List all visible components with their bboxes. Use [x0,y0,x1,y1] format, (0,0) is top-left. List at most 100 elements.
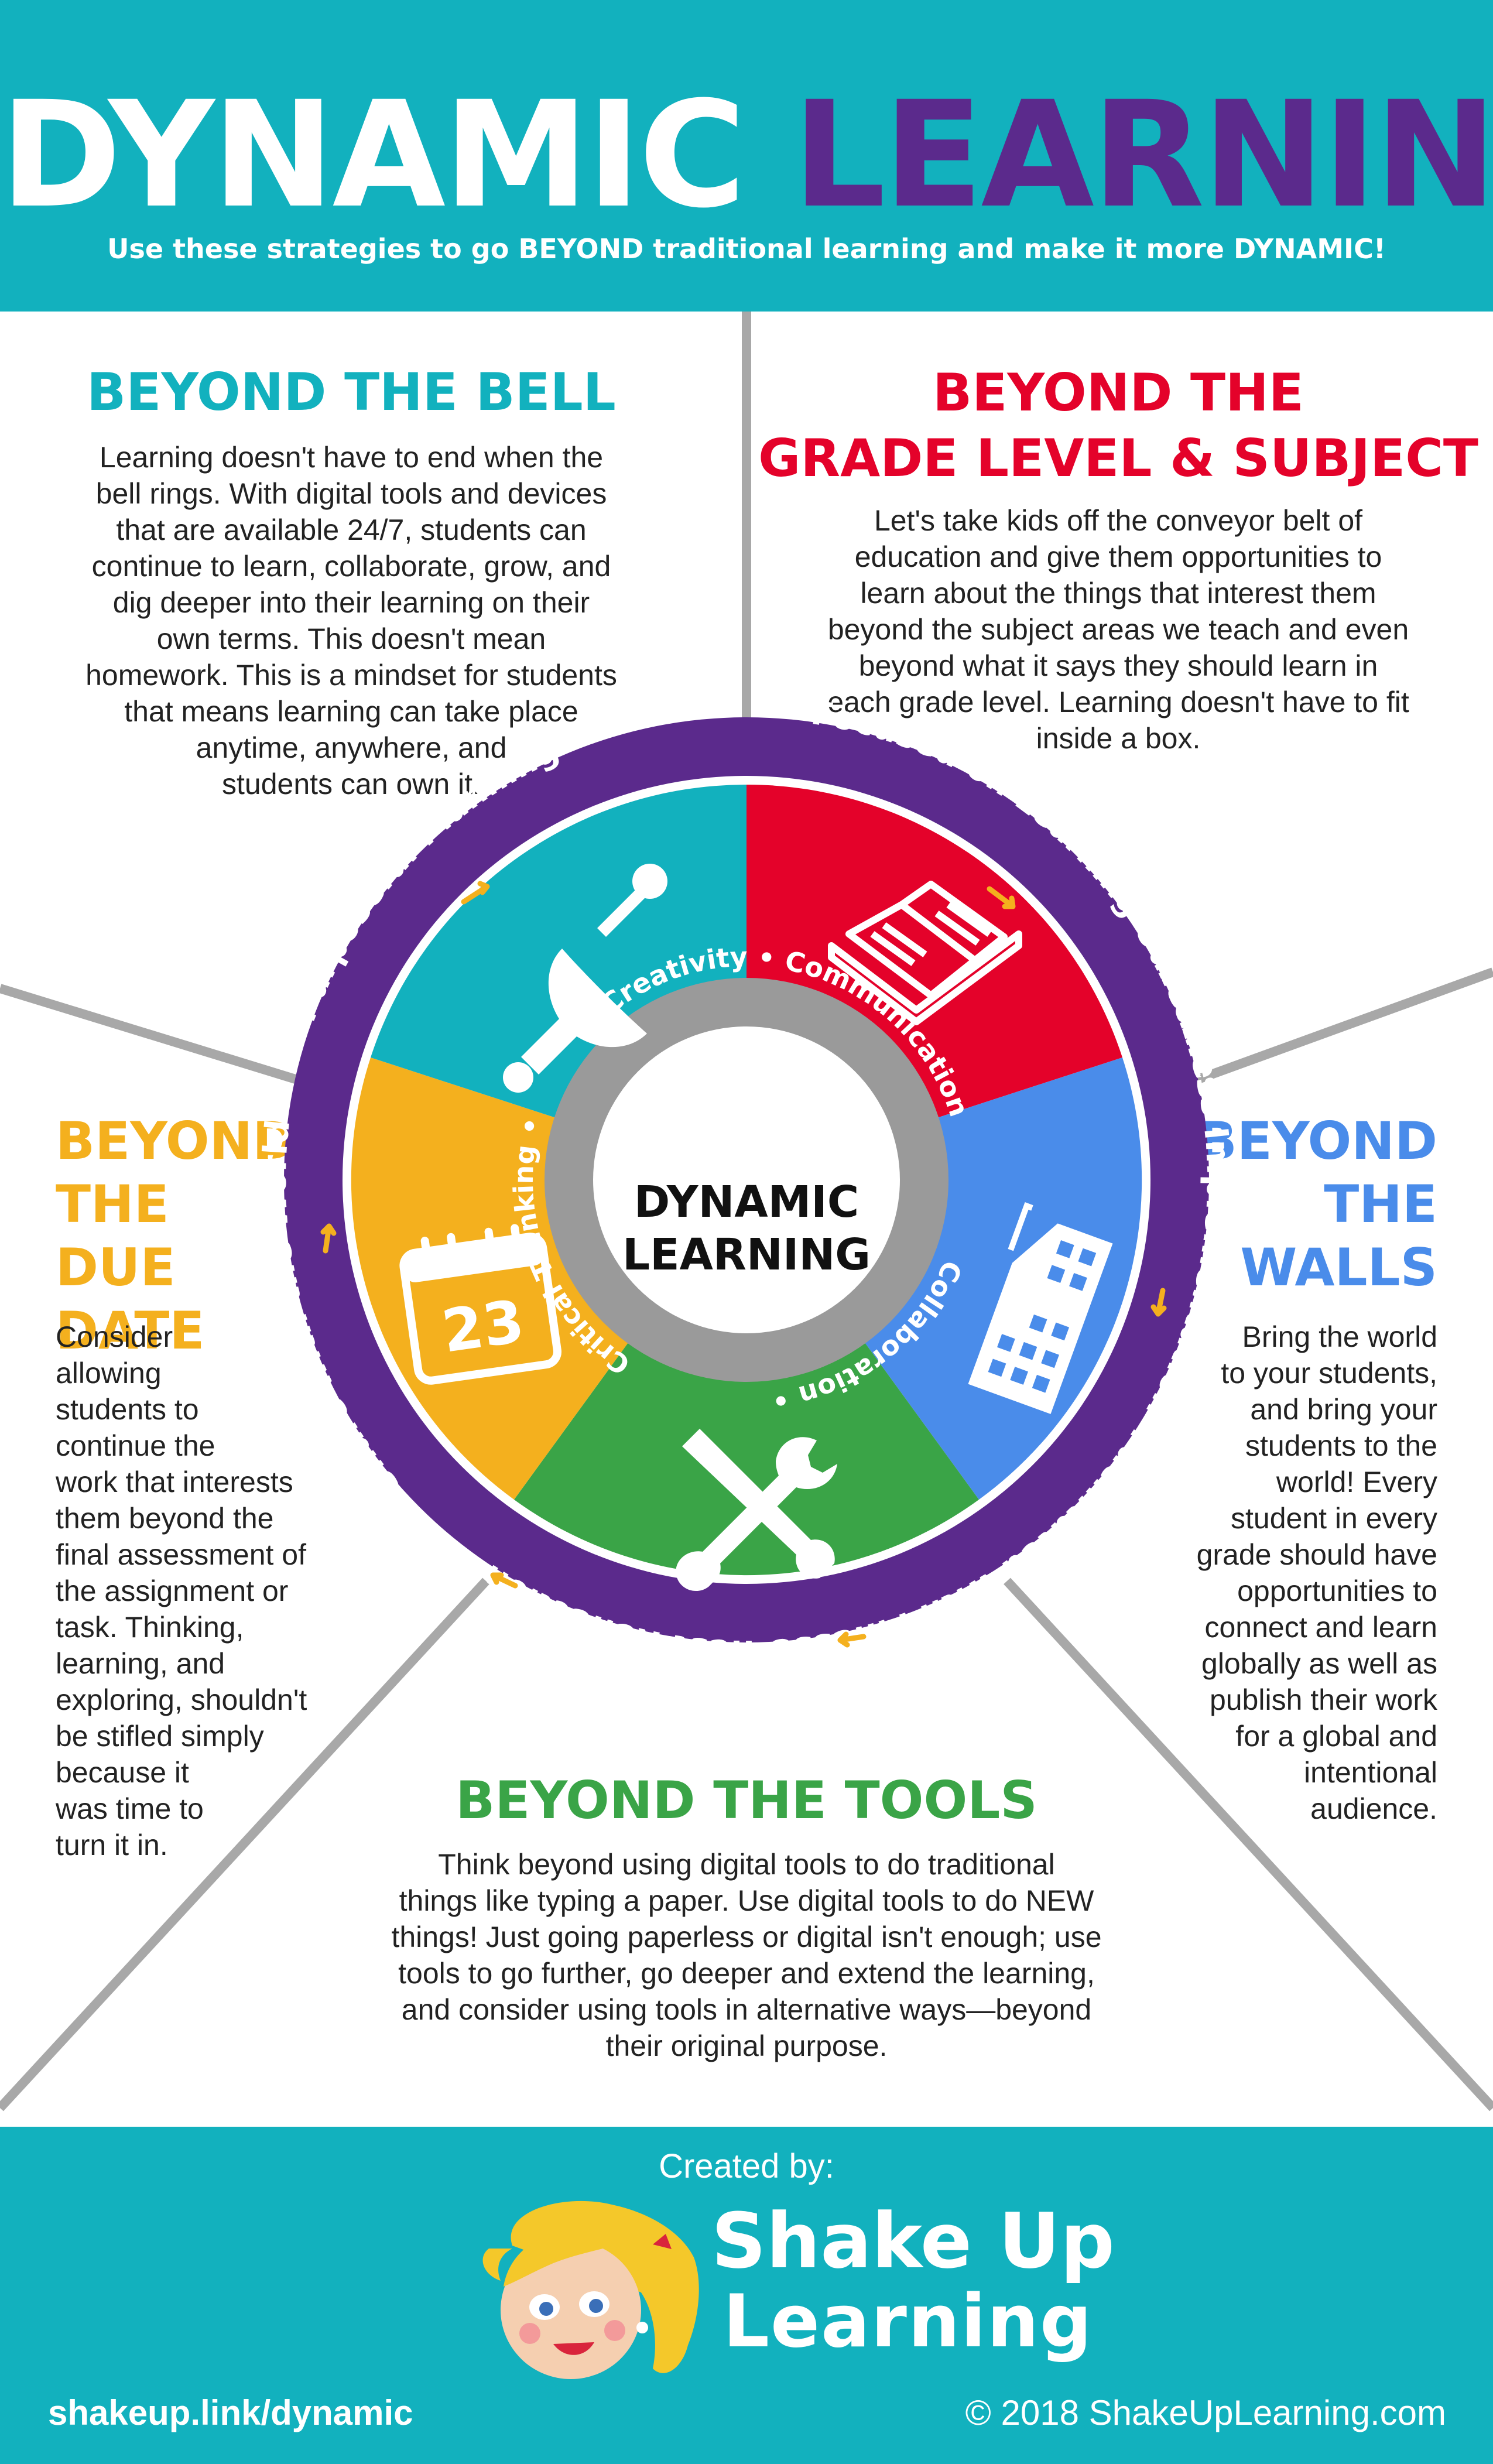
page-title: DYNAMIC LEARNING [0,67,1493,243]
logo-text-line2: Learning [723,2280,1093,2364]
text-line: them beyond the [56,1502,274,1535]
title-line: THE [1324,1174,1437,1234]
text-line: that are available 24/7, students can [116,514,587,546]
created-by-label: Created by: [659,2147,834,2185]
title-line: GRADE LEVEL & SUBJECT [758,428,1478,488]
text-line: dig deeper into their learning on their [112,586,590,619]
mascot-face-icon [482,2201,699,2379]
text-line: student in every [1231,1502,1437,1535]
center-title-line1: DYNAMIC [634,1177,859,1227]
text-line: beyond what it says they should learn in [858,649,1378,682]
text-line: was time to [56,1792,204,1825]
section-body-bell: Learning doesn't have to end when the be… [53,439,650,802]
text-line: audience. [1310,1792,1437,1825]
text-line: be stifled simply [56,1720,264,1753]
section-title-walls: BEYOND THE WALLS [1165,1110,1437,1299]
text-line: Consider [56,1320,173,1353]
text-line: tools to go further, go deeper and exten… [398,1957,1095,1990]
arrow-icon [320,1223,337,1254]
text-line: Let's take kids off the conveyor belt of [874,504,1363,537]
text-line: that means learning can take place [124,695,578,728]
section-body-grade: Let's take kids off the conveyor belt of… [785,502,1452,757]
section-body-due-date: Consider allowing students to continue t… [56,1319,354,1863]
text-line: Bring the world [1242,1320,1438,1353]
section-title-due-date: BEYOND THE DUE DATE [56,1110,337,1363]
footer-link[interactable]: shakeup.link/dynamic [48,2393,413,2432]
text-line: because it [56,1756,189,1789]
section-body-walls: Bring the world to your students, and br… [1162,1319,1437,1827]
text-line: work that interests [56,1466,293,1498]
text-line: students can own it. [222,768,481,800]
section-title-tools: BEYOND THE TOOLS [456,1770,1037,1830]
text-line: learn about the things that interest the… [860,577,1376,610]
text-line: publish their work [1209,1683,1437,1716]
text-line: homework. This is a mindset for students [85,659,617,692]
text-line: grade should have [1196,1538,1437,1571]
text-line: connect and learn [1204,1611,1437,1644]
section-title-bell: BEYOND THE BELL [87,362,616,422]
arrow-icon [837,1631,867,1648]
text-line: their original purpose. [605,2030,888,2062]
divider-line-bottom-right [1004,1577,1493,2111]
text-line: final assessment of [56,1538,306,1571]
text-line: bell rings. With digital tools and devic… [95,477,607,510]
divider-line-right [1169,967,1493,1094]
text-line: own terms. This doesn't mean [156,622,546,655]
text-line: opportunities to [1237,1575,1437,1607]
title-line: DUE DATE [56,1237,205,1361]
title-line: BEYOND [1197,1111,1437,1171]
text-line: intentional [1304,1756,1437,1789]
arrow-icon [987,886,1016,909]
page-subtitle: Use these strategies to go BEYOND tradit… [107,233,1386,265]
book-icon [828,881,1022,1025]
ring-arrows [320,881,1167,1648]
text-line: allowing [56,1357,162,1390]
tools-icon [676,1429,837,1592]
text-line: each grade level. Learning doesn't have … [827,686,1409,718]
text-line: and consider using tools in alternative … [401,1993,1092,2026]
arrow-icon [1150,1288,1167,1317]
text-line: globally as well as [1201,1647,1437,1680]
title-line: WALLS [1240,1237,1437,1298]
text-line: anytime, anywhere, and [196,731,507,764]
text-line: students to [56,1393,199,1426]
text-line: inside a box. [1036,722,1201,755]
text-line: the assignment or [56,1575,289,1607]
text-line: education and give them opportunities to [854,540,1382,573]
text-line: continue to learn, collaborate, grow, an… [91,550,611,583]
text-line: things! Just going paperless or digital … [391,1921,1102,1953]
calendar-number: 23 [438,1287,528,1366]
title-line: BEYOND THE [933,362,1304,423]
text-line: Learning doesn't have to end when the [99,441,604,474]
section-title-grade: BEYOND THE GRADE LEVEL & SUBJECT [755,360,1481,491]
text-line: things like typing a paper. Use digital … [399,1884,1094,1917]
title-word-learning: LEARNING [792,70,1493,240]
text-line: turn it in. [56,1829,168,1861]
school-building-icon [968,1202,1113,1414]
arrow-icon [461,881,490,905]
center-title-line2: LEARNING [622,1230,871,1280]
text-line: continue the [56,1429,215,1462]
header-banner [0,0,1493,312]
center-circle [593,1026,900,1333]
calendar-icon: 23 [399,1224,561,1385]
text-line: world! Every [1276,1466,1437,1498]
text-line: to your students, [1221,1357,1437,1390]
arrow-icon [490,1572,518,1589]
text-line: task. Thinking, [56,1611,244,1644]
text-line: beyond the subject areas we teach and ev… [827,613,1409,646]
footer-banner [0,2127,1493,2464]
title-word-dynamic: DYNAMIC [0,70,746,240]
divider-line-bottom-left [0,1577,489,2111]
logo-text-line1: Shake Up [711,2196,1115,2285]
title-line: BEYOND [56,1111,296,1171]
text-line: Think beyond using digital tools to do t… [438,1848,1055,1881]
text-line: students to the [1245,1429,1437,1462]
title-line: THE [56,1174,169,1234]
footer-copyright: © 2018 ShakeUpLearning.com [965,2393,1446,2432]
section-body-tools: Think beyond using digital tools to do t… [345,1846,1148,2064]
divider-line-left [0,984,330,1094]
text-line: exploring, shouldn't [56,1683,307,1716]
